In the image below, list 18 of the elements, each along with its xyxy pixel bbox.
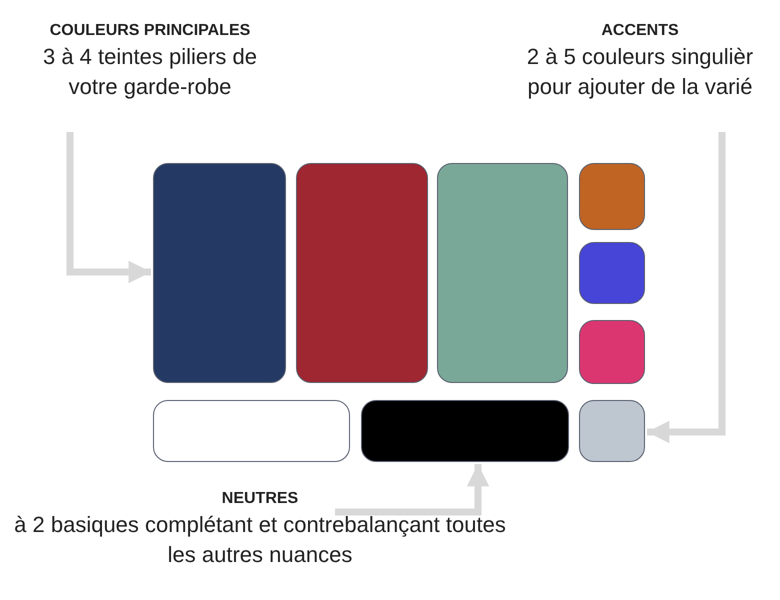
arrow xyxy=(647,132,726,444)
color-swatch xyxy=(361,400,569,462)
color-swatch xyxy=(579,400,645,462)
arrow xyxy=(335,464,490,516)
color-swatch xyxy=(437,163,568,383)
arrow xyxy=(66,132,151,284)
color-swatch xyxy=(579,242,645,304)
section-heading: ACCENTS xyxy=(601,21,679,41)
color-swatch xyxy=(153,400,350,462)
section-heading: NEUTRES xyxy=(222,489,298,509)
color-swatch xyxy=(579,320,645,384)
color-swatch xyxy=(153,163,286,383)
color-swatch xyxy=(296,163,428,383)
description-text: 3 à 4 teintes piliers de votre garde-robe xyxy=(42,43,258,101)
description-text: à 2 basiques complétant et contrebalançant toutes les autres nuances xyxy=(13,511,507,569)
section-heading: COULEURS PRINCIPALES xyxy=(50,21,250,41)
description-text: 2 à 5 couleurs singulièr pour ajouter de la varié xyxy=(526,43,754,101)
color-swatch xyxy=(579,163,645,230)
